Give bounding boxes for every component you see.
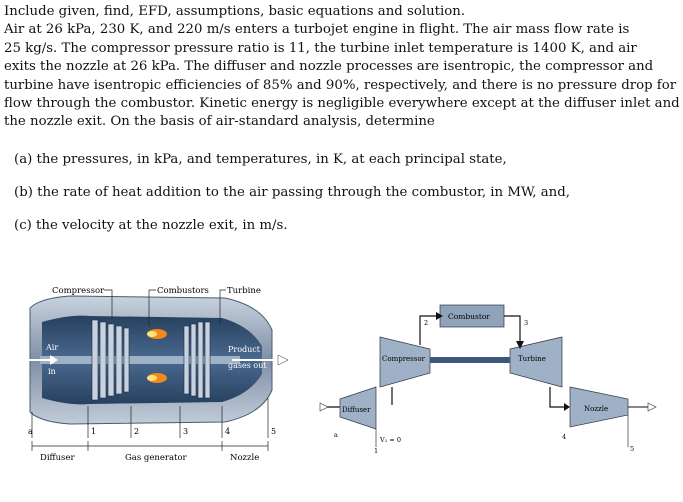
- part-a: (a) the pressures, in kPa, and temperatu…: [14, 152, 507, 167]
- state-1: 1: [91, 427, 96, 436]
- state-2: 2: [134, 427, 139, 436]
- state-5: 5: [271, 427, 276, 436]
- diffuser-label: Diffuser: [40, 453, 75, 463]
- combustor-label: Combustor: [448, 312, 490, 321]
- combustors-label: Combustors: [157, 286, 209, 296]
- compressor-blades: [91, 319, 130, 401]
- compressor-label: Compressor: [382, 355, 426, 363]
- turbojet-schematic: Combustor Compressor Turbine Diffuser No…: [319, 304, 657, 455]
- problem-line: turbine have isentropic efficiencies of …: [4, 77, 677, 93]
- turbojet-engine-figure: Air in Product gases out Compressor Comb…: [16, 286, 289, 463]
- diffuser-label: Diffuser: [342, 406, 371, 414]
- gas-generator-label: Gas generator: [125, 453, 188, 463]
- turbine-label: Turbine: [518, 355, 546, 363]
- nozzle-label: Nozzle: [584, 405, 608, 413]
- problem-line: 25 kg/s. The compressor pressure ratio i…: [4, 40, 637, 56]
- state-a: a: [28, 427, 33, 436]
- compressor-label: Compressor: [52, 286, 105, 296]
- compressor-block: [379, 336, 431, 388]
- part-b: (b) the rate of heat addition to the air…: [14, 185, 570, 200]
- exhaust-label: gases out: [228, 361, 267, 370]
- part-c: (c) the velocity at the nozzle exit, in …: [14, 218, 288, 233]
- state-4: 4: [225, 427, 230, 436]
- problem-line: flow through the combustor. Kinetic ener…: [4, 96, 680, 112]
- schem-state-5: 5: [630, 445, 634, 453]
- schem-state-4: 4: [562, 433, 566, 441]
- turbine-block: [509, 336, 563, 388]
- schem-state-a: a: [334, 431, 338, 439]
- exhaust-label: Product: [228, 345, 261, 354]
- problem-statement: Include given, find, EFD, assumptions, b…: [4, 3, 680, 132]
- v1-label: V₁ = 0: [379, 436, 401, 444]
- turbine-label: Turbine: [227, 286, 261, 296]
- turbine-blades: [183, 321, 211, 399]
- problem-line: the nozzle exit. On the basis of air-sta…: [4, 114, 435, 130]
- problem-line: Air at 26 kPa, 230 K, and 220 m/s enters…: [4, 22, 630, 38]
- air-in-label: in: [48, 367, 56, 376]
- engine-shaft: [40, 356, 240, 364]
- problem-line: exits the nozzle at 26 kPa. The diffuser…: [4, 59, 654, 75]
- schem-state-1: 1: [374, 447, 378, 455]
- nozzle-label: Nozzle: [230, 453, 259, 463]
- schem-state-2: 2: [424, 319, 428, 327]
- schematic-shaft: [430, 357, 510, 363]
- state-3: 3: [183, 427, 188, 436]
- schem-state-3: 3: [524, 319, 528, 327]
- air-in-label: Air: [45, 343, 58, 352]
- problem-line: Include given, find, EFD, assumptions, b…: [4, 4, 466, 19]
- combustion-flame-icon: [147, 329, 167, 383]
